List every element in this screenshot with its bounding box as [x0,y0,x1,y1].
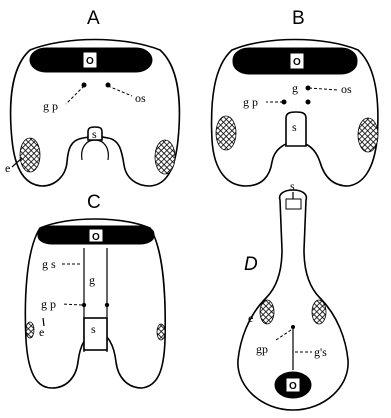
panel-c-gs-label: g s [42,257,56,271]
panel-c-gp-label: g p [41,297,56,311]
panel-d-gp-label: gp [256,342,268,356]
panel-a-e-label: e [5,161,10,175]
panel-a-os-label: os [135,91,146,105]
panel-c: C O s g s g g p e [25,192,165,388]
panel-d-s-box [286,199,301,209]
panel-b-s-label: s [292,120,297,134]
panel-c-dot-right [105,303,109,307]
panel-a-s-label: s [92,127,97,141]
panel-d-right-hatch [312,300,326,324]
panel-b-g-label: g [292,81,298,95]
panel-b-o-label: O [293,57,301,68]
panel-c-dot-left [82,303,86,307]
panel-a-letter: A [87,8,100,29]
panel-d-dot [291,325,295,329]
panel-a-o-label: O [86,56,94,67]
panel-a: A O s g p os e [5,8,179,186]
panel-c-letter: C [87,192,101,213]
panel-b: B O s g p g os [212,8,378,186]
panel-b-right-hatch [358,118,378,152]
panel-b-letter: B [292,8,305,29]
panel-d: D s O e gp g's [238,179,348,410]
panel-d-gs-label: g's [314,345,327,359]
panel-b-os-label: os [341,82,352,96]
panel-d-s-label: s [290,179,295,193]
panel-c-g-label: g [89,273,95,287]
panel-b-gp-label: g p [243,95,258,109]
panel-b-dot-lower [306,100,311,105]
panel-c-e-label: e [39,325,44,339]
panel-d-o-label: O [289,381,297,392]
panel-c-left-hatch [26,322,34,338]
panel-d-letter: D [244,254,258,275]
panel-c-s-label: s [91,322,96,336]
panel-c-right-hatch [157,324,165,340]
panel-b-left-hatch [216,116,236,150]
panel-a-gp-label: g p [43,99,58,113]
panel-a-notch [82,140,109,160]
panel-d-left-hatch [260,300,274,324]
panel-a-left-hatch [20,138,40,172]
panel-a-right-hatch [155,140,175,174]
panel-c-o-label: O [92,232,100,243]
panel-a-dot-left [82,83,87,88]
panel-d-e-label: e [248,311,253,325]
